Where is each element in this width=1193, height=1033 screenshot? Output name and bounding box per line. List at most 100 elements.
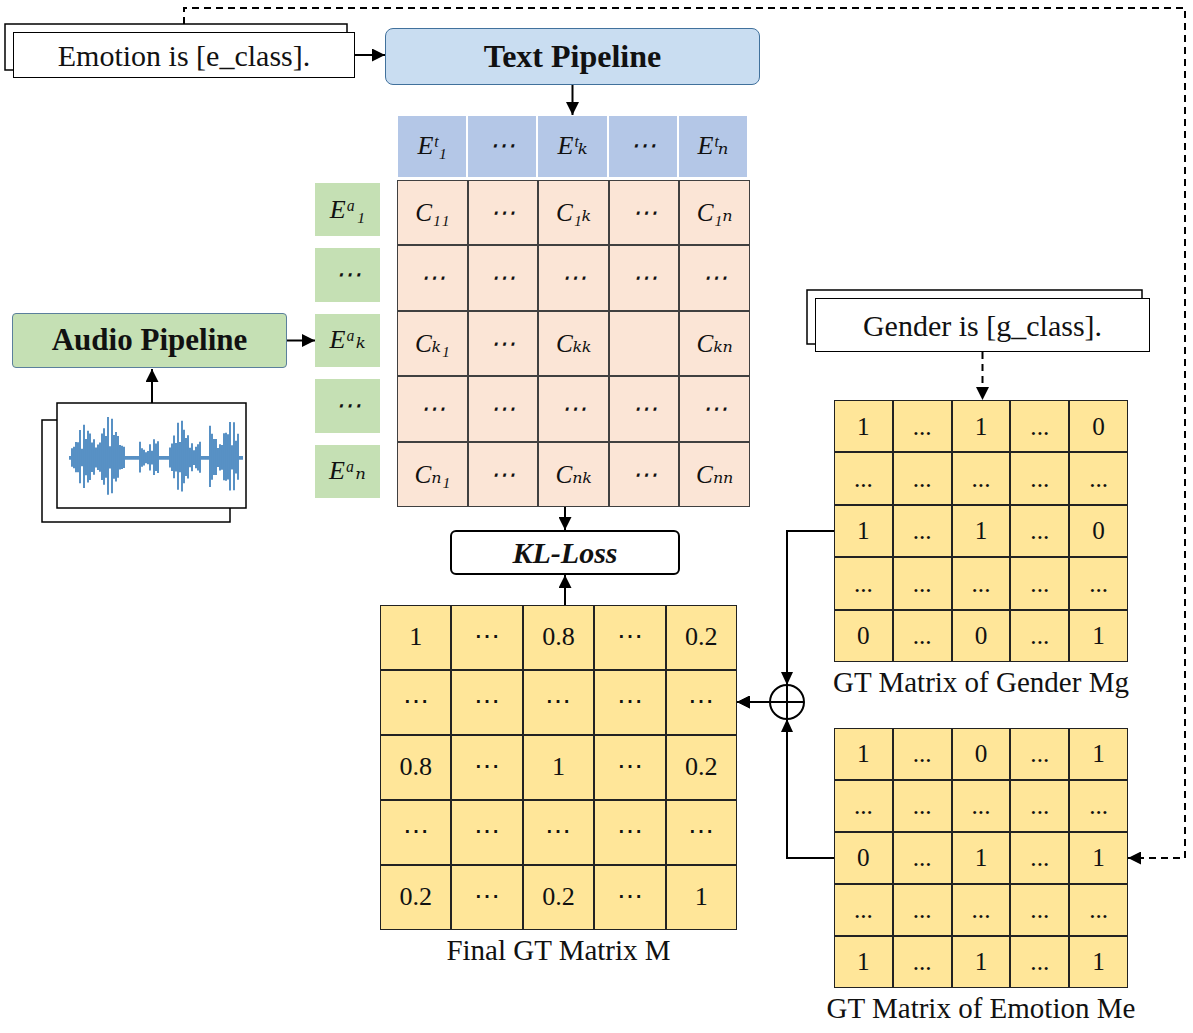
waveform-stroke [103, 428, 105, 484]
audio-waveform [70, 417, 242, 495]
flow-arrow [287, 340, 315, 342]
waveform-stroke [193, 450, 195, 465]
matrix-entry: 1 [523, 735, 594, 800]
waveform-stroke [175, 443, 177, 472]
matrix-entry: Eᵃₙ [315, 445, 380, 498]
matrix-entry: Cₖ₁ [397, 311, 468, 376]
waveform-stroke [141, 448, 143, 467]
matrix-entry: ... [1010, 452, 1069, 504]
matrix-entry: 1 [380, 605, 451, 670]
waveform-stroke [97, 445, 99, 471]
waveform-stroke [241, 456, 243, 460]
matrix-entry: ⋯ [538, 245, 609, 310]
waveform-stroke [211, 434, 213, 480]
matrix-caption: GT Matrix of Emotion Me [794, 993, 1168, 1025]
matrix-entry: ... [893, 557, 952, 609]
matrix-entry: 1 [952, 400, 1011, 452]
matrix-entry: ... [893, 884, 952, 936]
flow-arrow [355, 54, 385, 56]
prompt-card: Emotion is [e_class]. [13, 32, 355, 78]
box-label: Text Pipeline [484, 39, 661, 74]
matrix-entry: ... [1010, 557, 1069, 609]
prompt-card: Gender is [g_class]. [815, 298, 1150, 352]
waveform-stroke [167, 456, 169, 460]
matrix-entry: 1 [666, 865, 737, 930]
waveform-stroke [181, 421, 183, 492]
waveform-stroke [133, 456, 135, 460]
matrix-entry: ⋯ [538, 376, 609, 441]
waveform-stroke [115, 432, 117, 481]
waveform-stroke [185, 438, 187, 476]
waveform-stroke [189, 448, 191, 467]
waveform-stroke [107, 417, 109, 495]
pipeline-box: Text Pipeline [385, 28, 760, 85]
waveform-stroke [111, 419, 113, 493]
waveform-stroke [217, 448, 219, 467]
waveform-stroke [161, 456, 163, 460]
matrix-entry: 0.2 [523, 865, 594, 930]
matrix-entry: Eᵗₙ [678, 115, 748, 178]
matrix-entry: ⋯ [679, 245, 750, 310]
matrix-entry: 1 [952, 832, 1011, 884]
box-label: Audio Pipeline [52, 323, 248, 357]
waveform-stroke [199, 442, 201, 473]
matrix-entry: ⋯ [315, 379, 380, 432]
waveform-stroke [93, 439, 95, 474]
waveform-stroke [155, 444, 157, 472]
waveform-stroke [81, 449, 83, 466]
waveform-stroke [145, 452, 147, 463]
matrix-entry: ... [1010, 728, 1069, 780]
waveform-stroke [89, 434, 91, 480]
waveform-stroke [121, 446, 123, 469]
matrix-entry: ... [834, 780, 893, 832]
matrix-entry: ⋯ [523, 800, 594, 865]
matrix-entry: Eᵗ₁ [397, 115, 467, 178]
matrix-entry: 1 [834, 505, 893, 557]
waveform-stroke [149, 444, 151, 470]
audio-embedding-column: Eᵃ₁⋯Eᵃₖ⋯Eᵃₙ [315, 183, 380, 498]
matrix-entry: ⋯ [315, 248, 380, 301]
matrix-entry: ... [834, 884, 893, 936]
waveform-stroke [69, 456, 71, 460]
matrix-entry: ⋯ [380, 800, 451, 865]
waveform-stroke [147, 451, 149, 464]
matrix-entry: 1 [1069, 936, 1128, 988]
waveform-stroke [187, 435, 189, 478]
matrix-entry: ... [893, 452, 952, 504]
matrix-entry: ⋯ [609, 245, 680, 310]
matrix-entry: 1 [1069, 832, 1128, 884]
matrix-entry: 1 [952, 936, 1011, 988]
matrix-caption: GT Matrix of Gender Mg [794, 667, 1168, 699]
waveform-stroke [73, 447, 75, 468]
matrix-entry: ⋯ [380, 670, 451, 735]
matrix-entry: 0 [952, 728, 1011, 780]
waveform-stroke [209, 426, 211, 487]
waveform-stroke [109, 446, 111, 468]
matrix-entry: ... [1010, 780, 1069, 832]
arrow-head [781, 719, 793, 732]
matrix-entry: ⋯ [666, 670, 737, 735]
matrix-entry: ... [1010, 832, 1069, 884]
gt-matrix: 1...0...1...............0...1...1.......… [834, 728, 1128, 988]
matrix-entry: ... [1010, 400, 1069, 452]
matrix-entry: ⋯ [451, 865, 522, 930]
matrix-entry: ⋯ [594, 670, 665, 735]
matrix-entry: 0 [834, 832, 893, 884]
matrix-entry: ⋯ [594, 800, 665, 865]
matrix-entry: Eᵃ₁ [315, 183, 380, 236]
matrix-entry: 0.8 [523, 605, 594, 670]
waveform-stroke [119, 445, 121, 469]
waveform-stroke [219, 444, 221, 470]
gt-matrix: 1...1...0...............1...1...0.......… [834, 400, 1128, 662]
waveform-stroke [239, 456, 241, 460]
waveform-stroke [153, 439, 155, 475]
waveform-stroke [95, 447, 97, 467]
box-label: Gender is [g_class]. [863, 309, 1102, 342]
waveform-stroke [75, 442, 77, 472]
matrix-entry: ⋯ [451, 735, 522, 800]
matrix-entry: ... [1069, 884, 1128, 936]
waveform-stroke [157, 441, 159, 473]
waveform-stroke [225, 433, 227, 481]
